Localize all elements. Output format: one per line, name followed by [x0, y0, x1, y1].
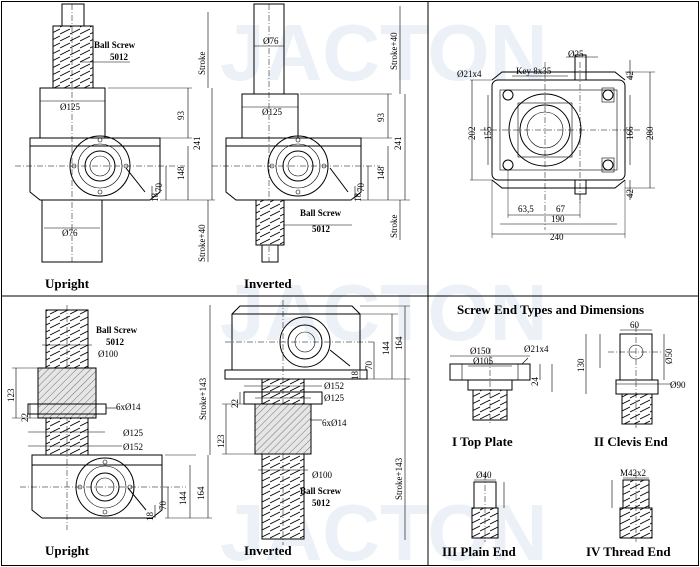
- svg-text:63,5: 63,5: [518, 204, 534, 214]
- svg-text:144: 144: [381, 341, 391, 355]
- top-plate-end: Ø150 Ø105 Ø21x4 24 I Top Plate: [449, 344, 553, 449]
- svg-text:Ø100: Ø100: [312, 470, 332, 480]
- svg-text:Ø152: Ø152: [123, 442, 143, 452]
- svg-text:24: 24: [530, 377, 540, 387]
- svg-text:70: 70: [364, 361, 374, 371]
- upright-top-dims: Ball Screw 5012 Ø125 Ø76 93 241 148 70 1…: [45, 40, 207, 291]
- svg-text:22: 22: [20, 413, 30, 422]
- svg-text:Ball Screw: Ball Screw: [300, 486, 342, 496]
- svg-text:67: 67: [556, 204, 566, 214]
- svg-text:18: 18: [150, 193, 160, 203]
- svg-text:241: 241: [393, 137, 403, 151]
- svg-text:Ø100: Ø100: [98, 349, 118, 359]
- svg-text:Ø40: Ø40: [476, 470, 492, 480]
- svg-text:123: 123: [6, 388, 16, 402]
- svg-text:70: 70: [356, 183, 366, 193]
- svg-text:Stroke: Stroke: [389, 214, 399, 238]
- svg-text:Ø150: Ø150: [470, 346, 490, 356]
- svg-text:93: 93: [376, 113, 386, 123]
- clevis-end: 60 130 Ø50 Ø90 II Clevis End: [576, 320, 686, 449]
- svg-text:155: 155: [483, 126, 493, 140]
- svg-text:5012: 5012: [106, 337, 125, 347]
- svg-text:Ball Screw: Ball Screw: [96, 325, 138, 335]
- svg-text:190: 190: [551, 214, 565, 224]
- top-view-dims: Ø25 Key 8x35 Ø21x4 202 155 42 166 280 42…: [457, 49, 655, 242]
- svg-text:6xØ14: 6xØ14: [116, 402, 141, 412]
- svg-text:18: 18: [353, 193, 363, 203]
- svg-text:Ball Screw: Ball Screw: [300, 208, 342, 218]
- svg-text:18: 18: [145, 512, 155, 522]
- svg-text:18: 18: [350, 371, 360, 381]
- svg-text:Ø105: Ø105: [473, 356, 493, 366]
- svg-text:70: 70: [154, 183, 164, 193]
- svg-text:Ø76: Ø76: [263, 36, 279, 46]
- caption-upright-top: Upright: [45, 276, 90, 291]
- svg-text:Ø152: Ø152: [324, 381, 344, 391]
- svg-text:22: 22: [230, 399, 240, 408]
- svg-text:Ball Screw: Ball Screw: [94, 40, 136, 50]
- svg-text:6xØ14: 6xØ14: [322, 418, 347, 428]
- type-top-plate: I Top Plate: [452, 434, 513, 449]
- svg-text:164: 164: [196, 486, 206, 500]
- svg-text:202: 202: [467, 127, 477, 141]
- svg-text:130: 130: [576, 358, 586, 372]
- svg-text:148: 148: [176, 166, 186, 180]
- svg-text:Stroke+143: Stroke+143: [198, 377, 208, 420]
- svg-text:Stroke+40: Stroke+40: [197, 224, 207, 262]
- svg-text:Ø76: Ø76: [62, 228, 78, 238]
- svg-text:Ø125: Ø125: [123, 428, 143, 438]
- svg-text:5012: 5012: [312, 498, 331, 508]
- svg-text:Ø90: Ø90: [670, 380, 686, 390]
- gearbox-top-view: [470, 54, 655, 238]
- svg-text:70: 70: [158, 501, 168, 511]
- svg-text:Stroke+143: Stroke+143: [394, 457, 404, 500]
- svg-text:164: 164: [394, 336, 404, 350]
- svg-text:166: 166: [625, 126, 635, 140]
- svg-text:148: 148: [376, 166, 386, 180]
- svg-text:Ø125: Ø125: [60, 102, 80, 112]
- caption-inverted-top: Inverted: [244, 276, 292, 291]
- inverted-jack-bottom: [222, 300, 410, 545]
- upright-jack-bottom: [12, 305, 212, 530]
- svg-text:M42x2: M42x2: [620, 468, 646, 478]
- svg-text:Ø50: Ø50: [664, 348, 674, 364]
- svg-text:144: 144: [178, 491, 188, 505]
- svg-text:60: 60: [630, 320, 640, 330]
- svg-text:241: 241: [192, 137, 202, 151]
- svg-text:280: 280: [645, 126, 655, 140]
- inverted-bottom-dims: Ø152 Ø125 6xØ14 Ø100 Ball Screw 5012 123…: [216, 336, 404, 558]
- svg-text:Stroke: Stroke: [197, 51, 207, 75]
- svg-text:42: 42: [625, 71, 635, 80]
- svg-text:Ø21x4: Ø21x4: [524, 344, 549, 354]
- caption-inverted-bottom: Inverted: [244, 543, 292, 558]
- svg-text:240: 240: [550, 232, 564, 242]
- type-thread-end: IV Thread End: [586, 544, 671, 559]
- svg-text:5012: 5012: [110, 52, 129, 62]
- svg-text:Stroke+40: Stroke+40: [389, 32, 399, 70]
- svg-text:123: 123: [216, 434, 226, 448]
- svg-text:Ø125: Ø125: [324, 393, 344, 403]
- svg-text:Ø25: Ø25: [568, 49, 584, 59]
- svg-text:Ø21x4: Ø21x4: [457, 69, 482, 79]
- screw-end-title: Screw End Types and Dimensions: [457, 302, 644, 317]
- svg-text:93: 93: [176, 111, 186, 121]
- svg-text:5012: 5012: [312, 224, 331, 234]
- inverted-jack-top: [212, 3, 410, 263]
- svg-text:Ø125: Ø125: [262, 107, 282, 117]
- inverted-top-dims: Ø76 Ø125 Ball Screw 5012 93 241 148 70 1…: [244, 32, 403, 291]
- plain-end: Ø40 III Plain End: [442, 470, 516, 559]
- svg-text:Key 8x35: Key 8x35: [516, 66, 552, 76]
- thread-end: M42x2 IV Thread End: [586, 468, 671, 559]
- svg-text:42: 42: [625, 189, 635, 198]
- upright-bottom-dims: Ball Screw 5012 Ø100 6xØ14 Ø125 Ø152 123…: [6, 325, 208, 558]
- type-clevis-end: II Clevis End: [594, 434, 668, 449]
- upright-jack-top: [15, 3, 215, 263]
- caption-upright-bottom: Upright: [45, 543, 90, 558]
- type-plain-end: III Plain End: [442, 544, 516, 559]
